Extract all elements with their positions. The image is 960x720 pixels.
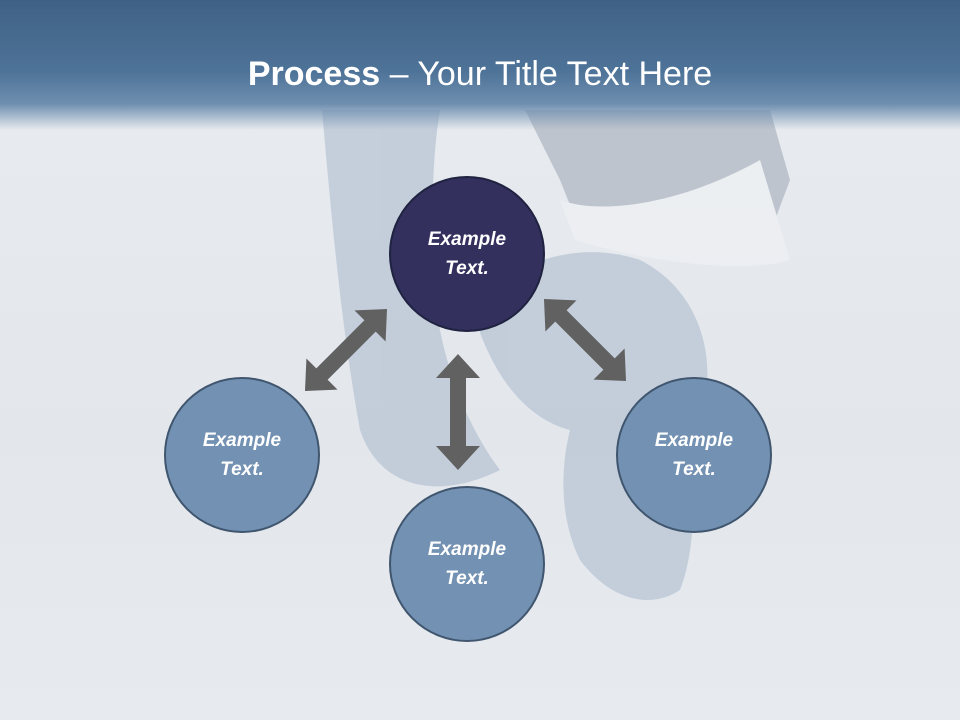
- slide-title: Process – Your Title Text Here: [0, 52, 960, 96]
- double-arrow-left-icon: [289, 293, 403, 407]
- node-bottom-line1: Example: [427, 539, 507, 560]
- node-bottom-line2: Text.: [445, 568, 489, 589]
- double-arrow-vertical-icon: [436, 354, 480, 470]
- title-rest: – Your Title Text Here: [380, 55, 713, 93]
- title-bold: Process: [247, 55, 381, 93]
- node-right-line1: Example: [654, 430, 734, 451]
- double-arrow-right-icon: [528, 283, 642, 397]
- node-right-line2: Text.: [672, 459, 716, 480]
- node-top-line2: Text.: [445, 258, 489, 279]
- node-left-line2: Text.: [220, 459, 264, 480]
- node-top-line1: Example: [427, 229, 507, 250]
- node-left-line1: Example: [202, 430, 282, 451]
- title-bar: Process – Your Title Text Here: [0, 0, 960, 130]
